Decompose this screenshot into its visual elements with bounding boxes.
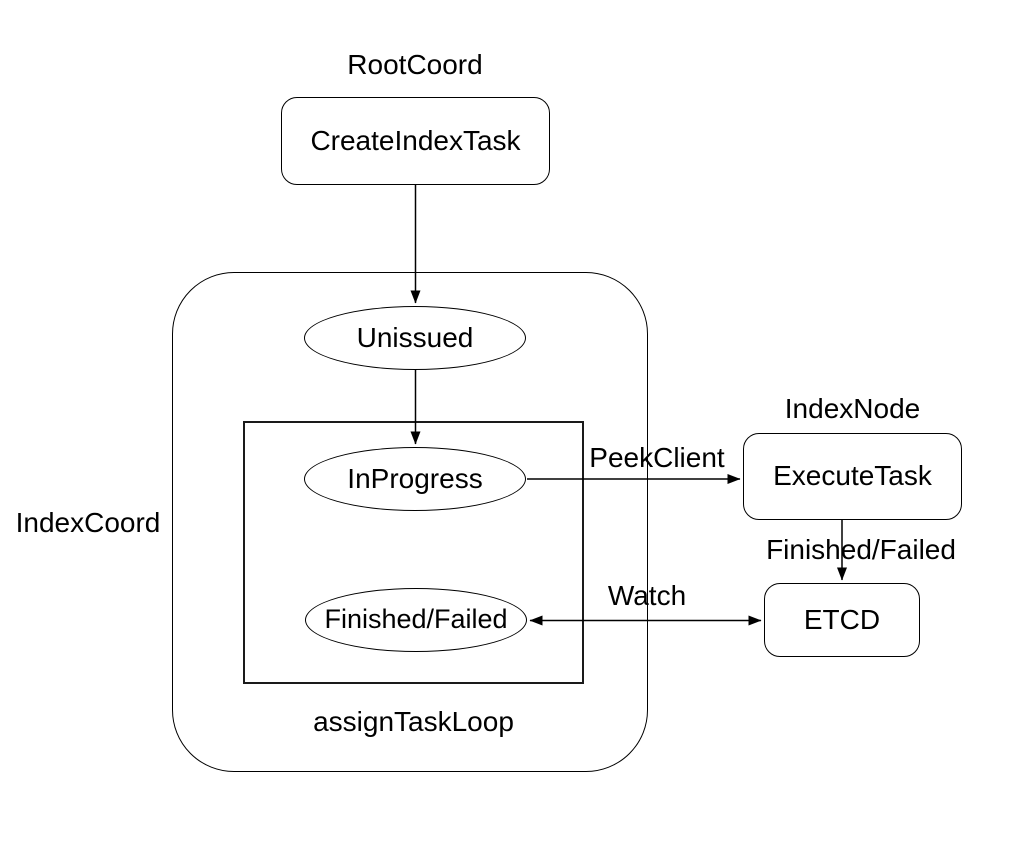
- finished-failed-node: Finished/Failed: [305, 588, 527, 652]
- assign-task-loop-box: [243, 421, 584, 684]
- unissued-label: Unissued: [356, 321, 474, 353]
- finished-failed-edge-label: Finished/Failed: [766, 534, 956, 565]
- index-coord-group-label: IndexCoord: [15, 507, 161, 538]
- in-progress-label: InProgress: [347, 462, 483, 494]
- index-coord-container: [172, 272, 648, 772]
- execute-task-node: ExecuteTask: [743, 433, 962, 520]
- root-coord-group-label: RootCoord: [347, 49, 483, 80]
- assign-task-loop-label: assignTaskLoop: [313, 706, 514, 737]
- finished-failed-label: Finished/Failed: [324, 604, 508, 635]
- etcd-node: ETCD: [764, 583, 920, 657]
- peek-client-edge-label: PeekClient: [589, 442, 725, 473]
- create-index-task-label: CreateIndexTask: [310, 124, 521, 156]
- in-progress-node: InProgress: [304, 447, 526, 511]
- execute-task-label: ExecuteTask: [773, 460, 932, 492]
- create-index-task-node: CreateIndexTask: [281, 97, 550, 185]
- etcd-label: ETCD: [803, 603, 881, 635]
- watch-edge-label: Watch: [607, 580, 687, 611]
- index-node-group-label: IndexNode: [784, 393, 921, 424]
- unissued-node: Unissued: [304, 306, 526, 370]
